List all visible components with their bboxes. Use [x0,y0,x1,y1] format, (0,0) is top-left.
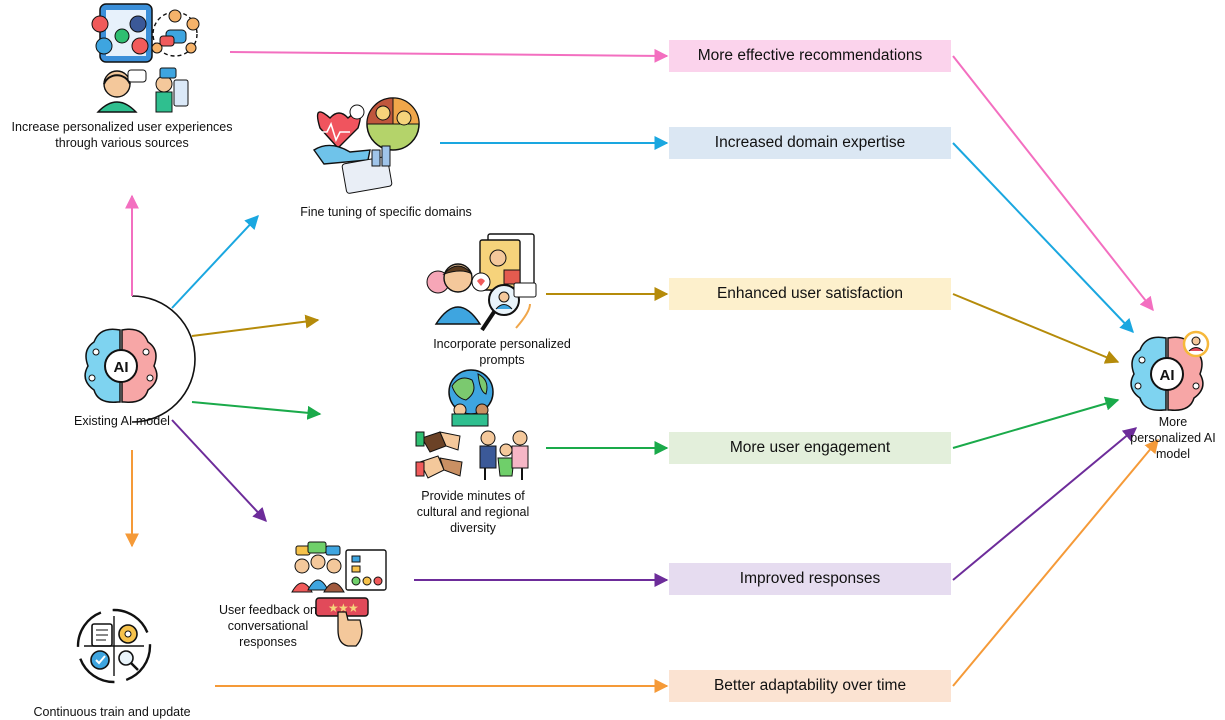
outcome-adaptability-text: Better adaptability over time [713,677,907,694]
arrow-responses-to-target [952,427,1138,581]
outcome-satisfaction-text: Enhanced user satisfaction [716,285,904,302]
arrow-model-to-cultural [191,401,322,420]
existing-ai-badge: AI [114,359,129,376]
outcome-expertise-text: Increased domain expertise [714,134,906,151]
user-feedback-label: User feedback on conversational response… [219,603,317,649]
arrow-engagement-to-target [952,396,1120,449]
personalized-experiences-label: Increase personalized user experiences t… [11,120,233,150]
target-ai-badge: AI [1160,367,1175,384]
target-ai-brain-icon: AI [1130,330,1210,411]
arrow-model-to-domains [171,214,259,309]
outcome-box-adaptability [669,670,951,702]
continuous-train-label: Continuous train and update [33,705,191,719]
outcome-box-satisfaction [669,278,951,310]
svg-text:★: ★ [348,601,359,615]
outcome-box-engagement [669,432,951,464]
outcome-responses-text: Improved responses [739,570,881,587]
arrow-personal-to-recommendations [229,48,669,63]
outcome-engagement-text: More user engagement [729,439,891,456]
outcome-box-recommendations [669,40,951,72]
cultural-diversity-label: Provide minutes of cultural and regional… [416,489,530,535]
cultural-diversity-icon [415,369,529,480]
outcome-box-responses [669,563,951,595]
fine-tuning-label: Fine tuning of specific domains [300,205,472,219]
arrow-model-to-feedback [171,419,267,523]
arrow-expertise-to-target [952,142,1134,334]
continuous-train-icon [76,608,152,684]
arrow-recommendations-to-target [952,55,1154,312]
outcome-recommendations-text: More effective recommendations [697,47,923,64]
target-model-label: More personalized AI model [1130,415,1216,461]
svg-text:★: ★ [328,601,339,615]
user-feedback-icon: ★ ★ ★ [291,541,387,647]
arrow-model-to-prompts [191,314,320,337]
existing-ai-brain-icon: AI [84,328,158,403]
svg-text:★: ★ [338,601,349,615]
outcome-box-expertise [669,127,951,159]
domain-expertise-icon [312,97,420,194]
existing-model-label: Existing AI model [74,414,170,428]
social-media-icon [91,3,200,63]
personalized-prompts-label: Incorporate personalized prompts [433,337,571,367]
user-support-icon [96,67,189,113]
arrow-satisfaction-to-target [952,293,1120,364]
existing-model-arc [131,295,196,423]
arrow-adaptability-to-target [952,438,1159,687]
personalized-prompts-icon [426,233,537,332]
